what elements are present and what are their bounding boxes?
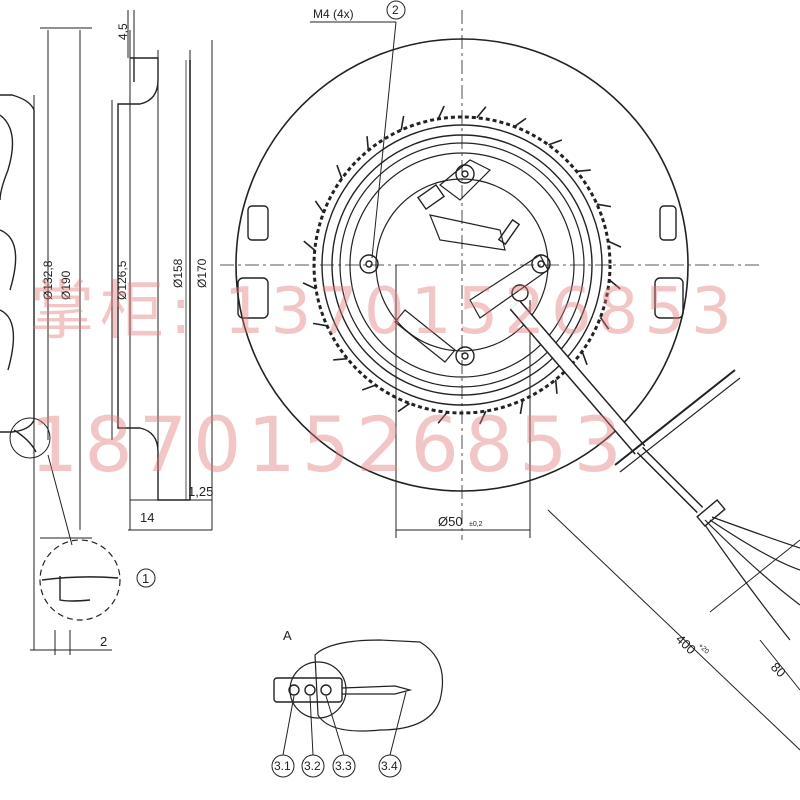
dim-d132: Ø132,8 bbox=[41, 260, 55, 300]
ring-tooth bbox=[437, 105, 445, 120]
ring-tooth bbox=[596, 203, 612, 208]
ring-tooth bbox=[314, 200, 325, 214]
side-view bbox=[0, 10, 213, 655]
ring-tooth bbox=[303, 240, 316, 251]
ring-tooth bbox=[548, 139, 563, 146]
dim-2: 2 bbox=[100, 634, 107, 649]
ring-tooth bbox=[302, 282, 317, 290]
ring-tooth bbox=[476, 106, 487, 119]
ring-tooth bbox=[312, 322, 328, 327]
ring-tooth bbox=[437, 411, 448, 424]
pin-3-3: 3.3 bbox=[335, 759, 352, 773]
ring-tooth bbox=[333, 357, 348, 361]
ring-tooth bbox=[599, 316, 610, 330]
mount-label: M4 (4x) bbox=[313, 7, 354, 21]
connector-detail bbox=[271, 639, 444, 778]
ring-tooth bbox=[581, 351, 588, 366]
cable-length: 400 bbox=[673, 631, 699, 657]
ring-tooth bbox=[554, 379, 558, 394]
ring-tooth bbox=[400, 115, 405, 131]
ring-tooth bbox=[479, 410, 487, 425]
ring-tooth bbox=[576, 169, 591, 173]
mount-callout: 2 bbox=[392, 3, 399, 17]
watermark-line-2: 18701526853 bbox=[30, 400, 628, 489]
dim-d190: Ø190 bbox=[59, 270, 73, 300]
ring-tooth bbox=[519, 399, 524, 415]
pin-3-4: 3.4 bbox=[381, 759, 398, 773]
hub-diameter: Ø50 bbox=[438, 514, 463, 529]
callout-1: 1 bbox=[142, 571, 149, 586]
watermark-line-1: 掌柜: 13701526853 bbox=[30, 275, 738, 349]
ring-tooth bbox=[336, 164, 343, 179]
detail-a-title: A bbox=[283, 628, 292, 643]
ring-tooth bbox=[607, 240, 622, 248]
ring-tooth bbox=[397, 402, 411, 413]
lead-length: 80 bbox=[768, 659, 789, 680]
ring-tooth bbox=[608, 279, 621, 290]
ring-tooth bbox=[366, 136, 370, 151]
dim-d158: Ø158 bbox=[171, 258, 185, 288]
pin-3-1: 3.1 bbox=[274, 759, 291, 773]
ring-tooth bbox=[361, 384, 376, 391]
hub-tolerance: ±0,2 bbox=[469, 521, 483, 528]
dim-d170: Ø170 bbox=[195, 258, 209, 288]
dim-1-25: 1,25 bbox=[188, 484, 213, 499]
dim-4-5: 4,5 bbox=[116, 23, 130, 40]
pin-3-2: 3.2 bbox=[304, 759, 321, 773]
front-view bbox=[220, 0, 800, 751]
dim-d126: Ø126,5 bbox=[115, 260, 129, 300]
ring-tooth bbox=[513, 117, 527, 128]
dim-14: 14 bbox=[140, 510, 154, 525]
